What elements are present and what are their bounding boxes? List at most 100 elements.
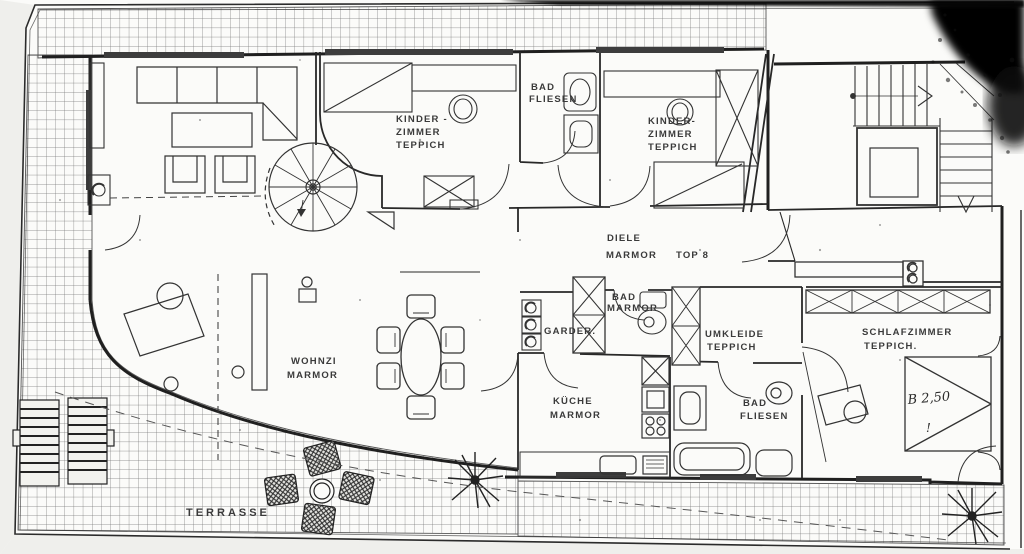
room-label: FLIESEN	[740, 411, 789, 422]
washbasin	[448, 94, 478, 124]
double-bed	[904, 335, 1001, 471]
wall-cabinet	[87, 62, 111, 206]
potted-plant-right	[941, 488, 1003, 545]
terrace-dot	[163, 376, 179, 392]
dining-set	[376, 294, 465, 420]
room-label: MARMOR	[607, 303, 658, 314]
plan-outer-boundary	[14, 1, 1022, 550]
kitchen-units	[519, 356, 671, 478]
schlafzimmer-door-leaf	[802, 351, 827, 463]
room-label: TEPPICH	[707, 342, 757, 353]
bad-oben-fixtures	[563, 72, 599, 154]
stove	[641, 413, 670, 439]
room-label: KÜCHE	[553, 396, 593, 407]
room-label: MARMOR	[606, 250, 657, 261]
scan-edge-streak	[500, 0, 1024, 7]
room-label: TEPPICH.	[864, 341, 917, 352]
room-label: GARDER.	[544, 326, 596, 337]
bedroom-desk	[817, 384, 869, 426]
room-label: TERRASSE	[186, 507, 270, 519]
kitchen-sink	[599, 455, 637, 475]
room-label: TOP 8	[676, 250, 709, 261]
bad-fliesen-fixtures	[673, 381, 793, 477]
bed-dimension-mark: !	[926, 421, 931, 435]
room-label: MARMOR	[287, 370, 338, 381]
wardrobe-umkleide	[671, 286, 701, 366]
armchair-left	[164, 155, 206, 194]
room-label: TEPPICH	[648, 142, 698, 153]
paper-speckles	[59, 59, 992, 522]
schlafzimmer-door-arc	[801, 346, 849, 393]
pillar	[251, 273, 268, 391]
terrace-chair	[302, 440, 342, 477]
wc	[765, 381, 793, 405]
elevator	[856, 127, 938, 206]
kitchen-door-arc-living	[480, 353, 519, 392]
room-label: BAD	[531, 82, 555, 93]
shower	[673, 385, 707, 431]
dining-table	[400, 318, 442, 396]
sink	[569, 78, 591, 106]
terrace-chair	[300, 502, 337, 536]
bathtub	[673, 442, 751, 476]
kinderzimmer-right-furniture	[603, 69, 759, 209]
washbasin	[666, 98, 694, 126]
room-label: UMKLEIDE	[705, 329, 764, 340]
desk-chair	[156, 282, 184, 310]
living-room-items	[123, 273, 317, 460]
kitchen-door-arc-hall	[543, 352, 579, 389]
room-label: KINDER -	[396, 114, 448, 125]
scan-blob	[930, 0, 1024, 94]
room-label: ZIMMER	[648, 129, 693, 140]
wardrobe-garderobe	[572, 276, 606, 354]
corridor-sideboard	[794, 260, 924, 287]
umkleide-bad-door-arc	[717, 361, 752, 399]
terrace-bottom-strip	[517, 480, 1005, 546]
terrace-chair	[263, 473, 300, 507]
bed-dimension-annotation: B 2,50	[906, 389, 951, 408]
kinderzimmer-left-furniture	[323, 62, 517, 208]
desk	[123, 293, 205, 357]
desk-chair	[843, 400, 867, 424]
room-label: ZIMMER	[396, 127, 441, 138]
room-label: WOHNZI	[291, 356, 337, 367]
shower-tray	[563, 114, 599, 154]
wc	[637, 309, 667, 335]
spiral-staircase	[264, 142, 358, 232]
potted-plant	[447, 452, 504, 509]
schlafzimmer-closet	[805, 289, 991, 314]
room-label: TEPPICH	[396, 140, 446, 151]
kinderzimmer-right-door-arc	[609, 165, 651, 207]
hall-corridor-door-arc	[741, 214, 791, 263]
room-label: BAD	[743, 398, 767, 409]
living-room-curved-wall	[88, 299, 519, 472]
room-label: KINDER-	[648, 116, 696, 127]
carpet-dashed-line	[109, 195, 266, 199]
room-label: DIELE	[607, 233, 641, 244]
terrace-chair	[338, 471, 375, 506]
bad-marmor-fixtures	[637, 291, 667, 335]
terrace-table-set	[263, 440, 375, 536]
coffee-table	[171, 112, 253, 148]
terrace-tiles	[17, 3, 1005, 546]
door-wedge	[365, 211, 395, 231]
sofa	[136, 66, 298, 141]
armchair-right	[214, 155, 256, 194]
sun-loungers	[12, 397, 115, 487]
room-label: SCHLAFZIMMER	[862, 327, 952, 338]
bed-box	[423, 175, 475, 208]
bad-marmor-door-arc	[613, 289, 645, 321]
room-label: FLIESEN	[529, 94, 578, 105]
room-labels: KINDER - ZIMMER TEPPICH BAD FLIESEN KIND…	[186, 82, 952, 519]
terrace-door-arc	[104, 214, 141, 251]
room-label: MARMOR	[550, 410, 601, 421]
washer-column	[521, 299, 542, 351]
window-sills	[86, 47, 922, 482]
scan-artifacts	[59, 0, 1024, 522]
counter	[519, 451, 671, 478]
doors	[104, 130, 997, 483]
stairwell	[850, 62, 995, 214]
